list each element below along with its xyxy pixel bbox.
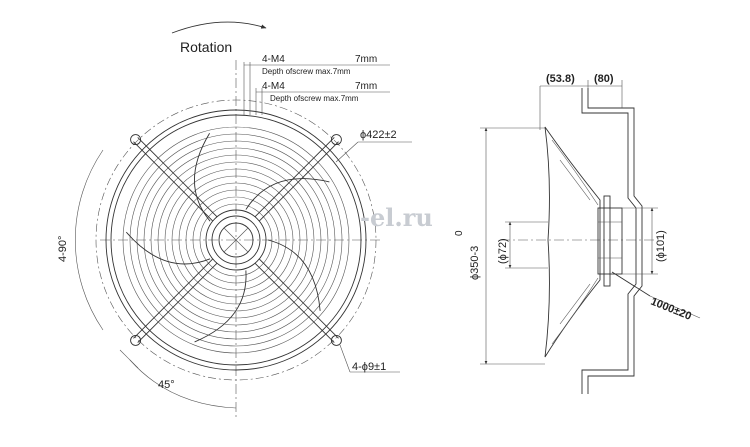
guard-ring: [143, 147, 329, 333]
screw-top-depth: 7mm: [355, 54, 377, 65]
mount-holes-label: 4-ϕ9±1: [352, 361, 386, 373]
screw-bottom-depth: 7mm: [355, 81, 377, 92]
screw-bottom-note: Depth ofscrew max.7mm: [270, 94, 359, 103]
guard-spoke: [254, 263, 335, 343]
depth-a-label: (53.8): [546, 73, 575, 85]
outer-diameter-label: ϕ350-3: [469, 246, 481, 280]
screw-top-note: Depth ofscrew max.7mm: [262, 67, 351, 76]
side-view: (53.8) (80) 0 ϕ350-3 (ϕ72) (ϕ101) 1000±2…: [454, 73, 701, 394]
guard-ring: [199, 203, 273, 277]
mount-hole: [330, 134, 342, 146]
bolt-circle: [95, 99, 377, 381]
depth-b-label: (80): [594, 73, 614, 85]
screw-bottom-thread: 4-M4: [262, 81, 285, 92]
cable-length-label: 1000±20: [649, 296, 693, 323]
motor-diameter-label: (ϕ101): [655, 230, 667, 262]
guard-ring: [157, 161, 315, 319]
outer-diameter-tol: 0: [454, 230, 465, 236]
guard-spoke: [137, 263, 218, 343]
guard-ring: [122, 126, 350, 354]
watermark: -el.ru: [360, 203, 433, 232]
guard-rings: [122, 126, 350, 354]
mount-hole: [130, 134, 142, 146]
guard-ring: [171, 175, 301, 305]
guard-spoke: [259, 258, 339, 339]
angle-45-label: 45°: [158, 379, 175, 391]
guard-ring: [192, 196, 280, 284]
guard-outer-ring: [105, 109, 367, 371]
guard-spoke: [259, 141, 339, 222]
fan-blade: [125, 231, 211, 265]
guard-ring: [136, 140, 336, 340]
cable: [611, 271, 651, 297]
fan-blade: [267, 239, 321, 311]
guard-spoke: [133, 258, 213, 339]
fan-blade: [245, 178, 330, 210]
rotation-arrow: [171, 21, 267, 34]
guard-profile: [587, 88, 643, 394]
guard-ring: [185, 189, 287, 291]
mount-feet: [130, 134, 342, 346]
blade-profile: [544, 126, 601, 358]
front-view: Rotation 4-M4 7mm Depth ofscrew max.7mm …: [57, 21, 412, 420]
guard-diameter-label: ϕ422±2: [360, 129, 397, 141]
screw-top-thread: 4-M4: [262, 54, 285, 65]
angle-label: 4-90°: [57, 236, 69, 262]
guard-ring: [178, 182, 294, 298]
mount-hole: [130, 334, 142, 346]
mount-hole: [330, 334, 342, 346]
guard-spoke: [254, 137, 335, 217]
guard-spoke: [137, 137, 218, 217]
guard-spokes: [133, 137, 339, 343]
guard-spoke: [133, 141, 213, 222]
rotation-label: Rotation: [180, 39, 232, 55]
guard-ring: [150, 154, 322, 326]
hub-diameter-label: (ϕ72): [497, 238, 509, 264]
fan-blade: [194, 270, 247, 343]
hub: [205, 209, 267, 271]
guard-ring: [129, 133, 343, 347]
